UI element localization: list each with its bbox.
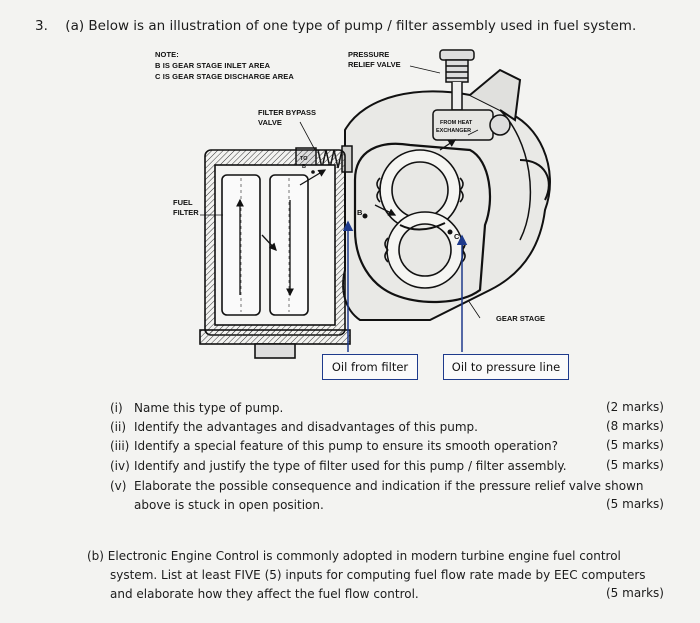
label-heat-2: EXCHANGER <box>436 128 472 134</box>
item-4-num: (iv) <box>110 459 130 473</box>
relief-valve-icon <box>439 49 475 111</box>
callout-oil-from-filter: Oil from filter <box>322 354 418 380</box>
item-2-marks: (8 marks) <box>606 419 664 433</box>
item-5-text: Elaborate the possible consequence and i… <box>134 479 644 493</box>
item-4-text: Identify and justify the type of filter … <box>134 459 567 473</box>
item-5-num: (v) <box>110 479 127 493</box>
item-1-text: Name this type of pump. <box>134 401 284 415</box>
note-c: C IS GEAR STAGE DISCHARGE AREA <box>155 72 294 81</box>
label-heat-1: FROM HEAT <box>440 120 473 126</box>
item-4-marks: (5 marks) <box>606 458 664 472</box>
label-c: C <box>454 232 460 241</box>
part-b-line-2: system. List at least FIVE (5) inputs fo… <box>110 568 646 582</box>
pump-filter-diagram <box>199 49 551 359</box>
question-heading: 3. (a) Below is an illustration of one t… <box>35 18 636 34</box>
callout-arrows <box>342 220 468 352</box>
item-5-text-2: above is stuck in open position. <box>134 498 324 512</box>
note-title: NOTE: <box>155 50 179 59</box>
gear-casing <box>353 142 492 303</box>
label-leaders <box>200 65 481 319</box>
part-b-line-1: (b) Electronic Engine Control is commonl… <box>87 549 621 563</box>
fuel-filter-housing <box>199 149 351 359</box>
label-b: B <box>357 208 363 217</box>
item-1-num: (i) <box>110 401 123 415</box>
gear-stage-icon <box>376 149 466 289</box>
item-3-num: (iii) <box>110 439 130 453</box>
label-bypass-2: VALVE <box>258 118 282 127</box>
callout-oil-to-pressure-line: Oil to pressure line <box>443 354 569 380</box>
label-to: TO <box>300 156 308 162</box>
label-relief-2: RELIEF VALVE <box>348 60 401 69</box>
label-bypass: FILTER BYPASS <box>258 108 317 117</box>
label-gear-stage: GEAR STAGE <box>496 314 546 323</box>
label-filter-2: FILTER <box>173 208 199 217</box>
note-b: B IS GEAR STAGE INLET AREA <box>155 61 271 70</box>
item-3-marks: (5 marks) <box>606 438 664 452</box>
label-relief: PRESSURE <box>348 50 390 59</box>
item-2-text: Identify the advantages and disadvantage… <box>134 420 478 434</box>
label-filter: FUEL <box>173 198 193 207</box>
item-3-text: Identify a special feature of this pump … <box>134 439 558 453</box>
item-1-marks: (2 marks) <box>606 400 664 414</box>
item-5-marks: (5 marks) <box>606 497 664 511</box>
flow-arrows <box>236 139 457 297</box>
part-b-line-3: and elaborate how they affect the fuel f… <box>110 587 419 601</box>
heat-exchanger-port <box>432 109 511 141</box>
part-b-marks: (5 marks) <box>606 586 664 600</box>
part-a-intro: (a) Below is an illustration of one type… <box>65 18 637 34</box>
label-to-b: B <box>302 164 306 170</box>
question-number: 3. <box>35 18 48 34</box>
item-2-num: (ii) <box>110 420 127 434</box>
